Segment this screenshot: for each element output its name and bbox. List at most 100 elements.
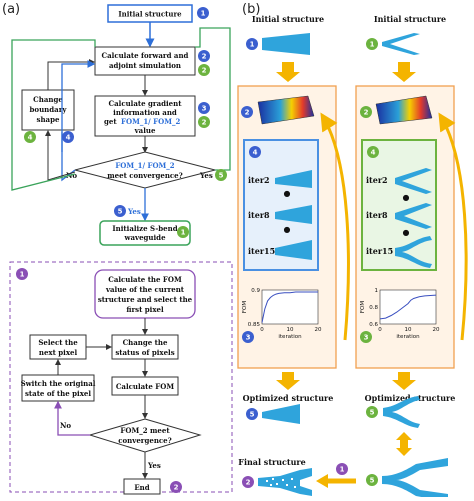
badge: 5 xyxy=(114,205,126,217)
initial-structure-right: Initial structure xyxy=(374,14,446,24)
series-line xyxy=(379,294,437,320)
svg-text:1: 1 xyxy=(340,466,345,474)
panel-a-label: (a) xyxy=(2,2,20,17)
initial-structure-left: Initial structure xyxy=(252,14,324,24)
arrow xyxy=(11,39,96,191)
x-axis-label: iteration xyxy=(396,334,420,340)
calc-fom-text: Calculate FOM xyxy=(116,382,175,391)
optimized-structure-left: Optimized structure xyxy=(243,393,334,403)
taper-optimized xyxy=(262,404,300,424)
y-tick-label: 0.85 xyxy=(248,322,261,328)
yes-label-green: Yes xyxy=(199,171,213,180)
svg-text:2: 2 xyxy=(202,53,207,61)
sbend-structure xyxy=(382,458,448,501)
badge: 1 xyxy=(336,463,348,475)
double-arrow xyxy=(396,432,412,456)
iter8-right: iter8 xyxy=(366,210,388,220)
decision-line1: FOM_1/ FOM_2 xyxy=(115,161,174,170)
badge: 2 xyxy=(170,481,182,493)
init-sbend-line2: waveguide xyxy=(123,233,166,242)
calc-fom-pixel-line3: structure and select the xyxy=(98,295,193,304)
x-tick-label: 0 xyxy=(378,327,382,333)
orange-arrow xyxy=(276,62,300,82)
ybranch-iter2 xyxy=(395,168,432,194)
svg-text:3: 3 xyxy=(246,334,251,342)
plot-area xyxy=(379,289,437,325)
badge: 5 xyxy=(215,169,227,181)
svg-text:2: 2 xyxy=(246,479,251,487)
calc-fom-pixel-line1: Calculate the FOM xyxy=(108,275,182,284)
calc-grad-box xyxy=(94,95,196,137)
calc-sim-box xyxy=(94,46,196,76)
feedback-arrow-right xyxy=(438,112,468,341)
taper-iter8 xyxy=(275,205,312,224)
svg-text:4: 4 xyxy=(28,134,33,142)
svg-text:3: 3 xyxy=(202,105,207,113)
badge: 2 xyxy=(198,116,210,128)
svg-text:5: 5 xyxy=(219,172,224,180)
calc-grad-fom: FOM_1/ FOM_2 xyxy=(121,117,180,126)
badge: 3 xyxy=(360,331,372,343)
badge: 4 xyxy=(62,131,74,143)
badge: 5 xyxy=(366,406,378,418)
svg-text:1: 1 xyxy=(201,10,206,18)
switch-original-line1: Switch the original xyxy=(21,379,96,388)
badge: 4 xyxy=(367,146,379,158)
change-shape-line2: boundary xyxy=(30,105,68,114)
badge: 5 xyxy=(366,474,378,486)
badge: 2 xyxy=(360,106,372,118)
change-shape-line1: Change xyxy=(33,95,63,104)
iter2-left: iter2 xyxy=(248,175,270,185)
badge: 1 xyxy=(366,38,378,50)
taper-iter2 xyxy=(275,170,312,188)
svg-text:2: 2 xyxy=(174,484,179,492)
no-label-2: No xyxy=(60,421,71,430)
svg-text:1: 1 xyxy=(181,229,186,237)
y-tick-label: 1 xyxy=(375,288,379,294)
end-box xyxy=(123,478,161,495)
ybranch-iter15 xyxy=(395,236,432,268)
x-tick-label: 20 xyxy=(315,327,322,333)
svg-text:5: 5 xyxy=(118,208,123,216)
taper-initial xyxy=(262,33,310,55)
dots: ● xyxy=(403,227,410,237)
arrow xyxy=(45,130,76,181)
svg-text:1: 1 xyxy=(250,41,255,49)
calc-sim-line2: adjoint simulation xyxy=(109,61,181,70)
badge: 4 xyxy=(249,146,261,158)
y-tick-label: 0.9 xyxy=(251,288,260,294)
taper-iter15 xyxy=(275,240,312,260)
calc-fom-pixel-line4: first pixel xyxy=(126,305,164,314)
decision-line2: meet convergence? xyxy=(107,171,182,180)
svg-text:2: 2 xyxy=(202,119,207,127)
iter15-right: iter15 xyxy=(366,246,393,256)
decision-diamond xyxy=(74,151,216,189)
decision2-line1: FOM_2 meet xyxy=(120,426,170,435)
badge: 2 xyxy=(198,50,210,62)
badge: 2 xyxy=(241,106,253,118)
calc-grad-line4: value xyxy=(134,126,156,135)
yes-label-blue: Yes xyxy=(127,207,141,216)
init-sbend-line1: Initialize S-bend xyxy=(112,224,177,233)
badge: 1 xyxy=(177,226,189,238)
x-tick-label: 0 xyxy=(260,327,264,333)
badge: 1 xyxy=(246,38,258,50)
orange-arrow xyxy=(392,372,416,390)
ybranch-initial xyxy=(382,33,420,55)
final-structure-label: Final structure xyxy=(238,457,305,467)
svg-text:5: 5 xyxy=(370,409,375,417)
select-next-line1: Select the xyxy=(38,338,78,347)
decision2-line2: convergence? xyxy=(118,436,171,445)
end-text: End xyxy=(134,483,149,492)
select-next-line2: next pixel xyxy=(39,348,78,357)
badge: 5 xyxy=(246,408,258,420)
field-heatmap-right xyxy=(375,95,433,125)
badge: 2 xyxy=(242,476,254,488)
svg-text:5: 5 xyxy=(250,411,255,419)
plot-area xyxy=(261,289,319,325)
y-axis-label: FOM xyxy=(360,301,366,313)
